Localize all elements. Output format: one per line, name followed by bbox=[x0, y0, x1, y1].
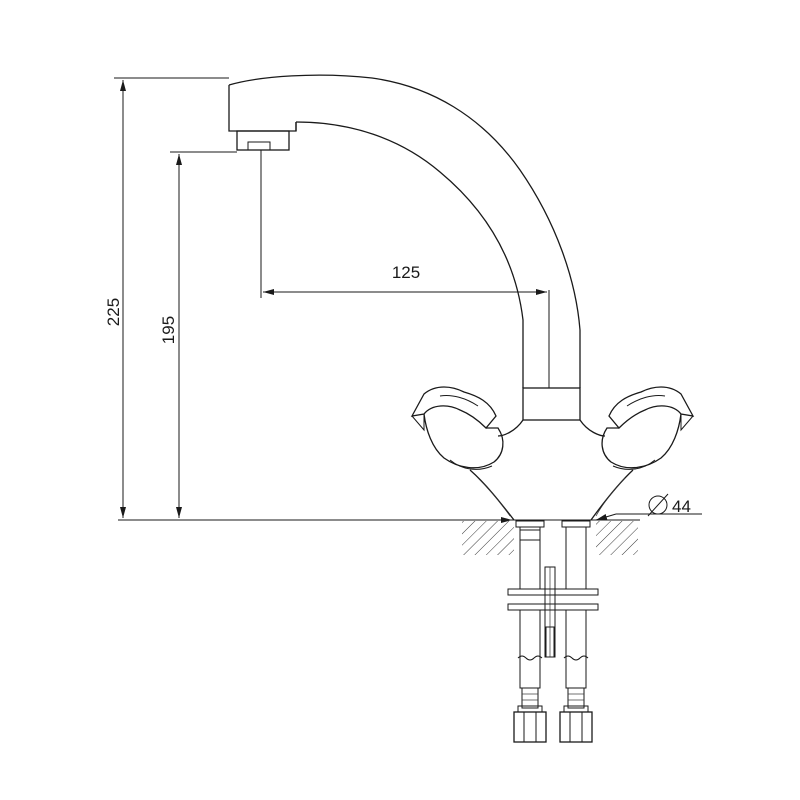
aerator-outlet bbox=[247, 141, 271, 151]
right-hose-bottom-nut bbox=[559, 711, 593, 743]
dimension-label-125: 125 bbox=[392, 263, 420, 282]
countertop-hatch-right bbox=[596, 521, 638, 555]
aerator bbox=[236, 130, 290, 151]
faucet-body bbox=[469, 387, 634, 521]
countertop-hatch-left bbox=[462, 521, 514, 555]
dimension-base-diameter: 44 bbox=[462, 493, 702, 523]
left-handle bbox=[410, 386, 504, 470]
base-skirt-right bbox=[590, 469, 634, 521]
right-hose-top-nut bbox=[561, 520, 591, 528]
body-collar bbox=[522, 387, 581, 421]
left-hose-lower bbox=[519, 609, 541, 689]
left-hose-upper bbox=[519, 526, 541, 590]
spout bbox=[228, 74, 581, 388]
dimension-total-height: 225 bbox=[104, 77, 229, 518]
spout-outer-edge bbox=[228, 74, 581, 388]
mounting-plate bbox=[507, 603, 599, 611]
right-hose-upper bbox=[565, 526, 587, 590]
right-hose-ferrule bbox=[567, 687, 585, 709]
left-hose-bottom-nut bbox=[513, 711, 547, 743]
dimension-label-195: 195 bbox=[159, 316, 178, 344]
mounting-washer bbox=[507, 588, 599, 596]
right-hose-lower bbox=[565, 609, 587, 689]
dimension-label-225: 225 bbox=[104, 298, 123, 326]
spout-inner-edge bbox=[295, 121, 524, 388]
left-hose-top-nut bbox=[515, 520, 545, 528]
spout-head bbox=[228, 85, 297, 132]
right-handle-cap bbox=[601, 413, 682, 469]
supply-hoses bbox=[507, 520, 599, 743]
diameter-icon bbox=[647, 493, 669, 517]
dimension-spout-reach: 125 bbox=[260, 150, 547, 298]
countertop bbox=[118, 519, 640, 555]
dimension-label-diameter-44: 44 bbox=[672, 497, 691, 516]
body-shoulders bbox=[497, 419, 606, 437]
left-handle-lever bbox=[410, 386, 497, 429]
dimension-spout-height: 195 bbox=[159, 151, 237, 518]
left-hose-ferrule bbox=[521, 687, 539, 709]
diameter-leader bbox=[595, 513, 617, 521]
left-handle-cap bbox=[423, 413, 504, 469]
right-handle-lever bbox=[608, 386, 695, 429]
right-handle bbox=[601, 386, 695, 470]
